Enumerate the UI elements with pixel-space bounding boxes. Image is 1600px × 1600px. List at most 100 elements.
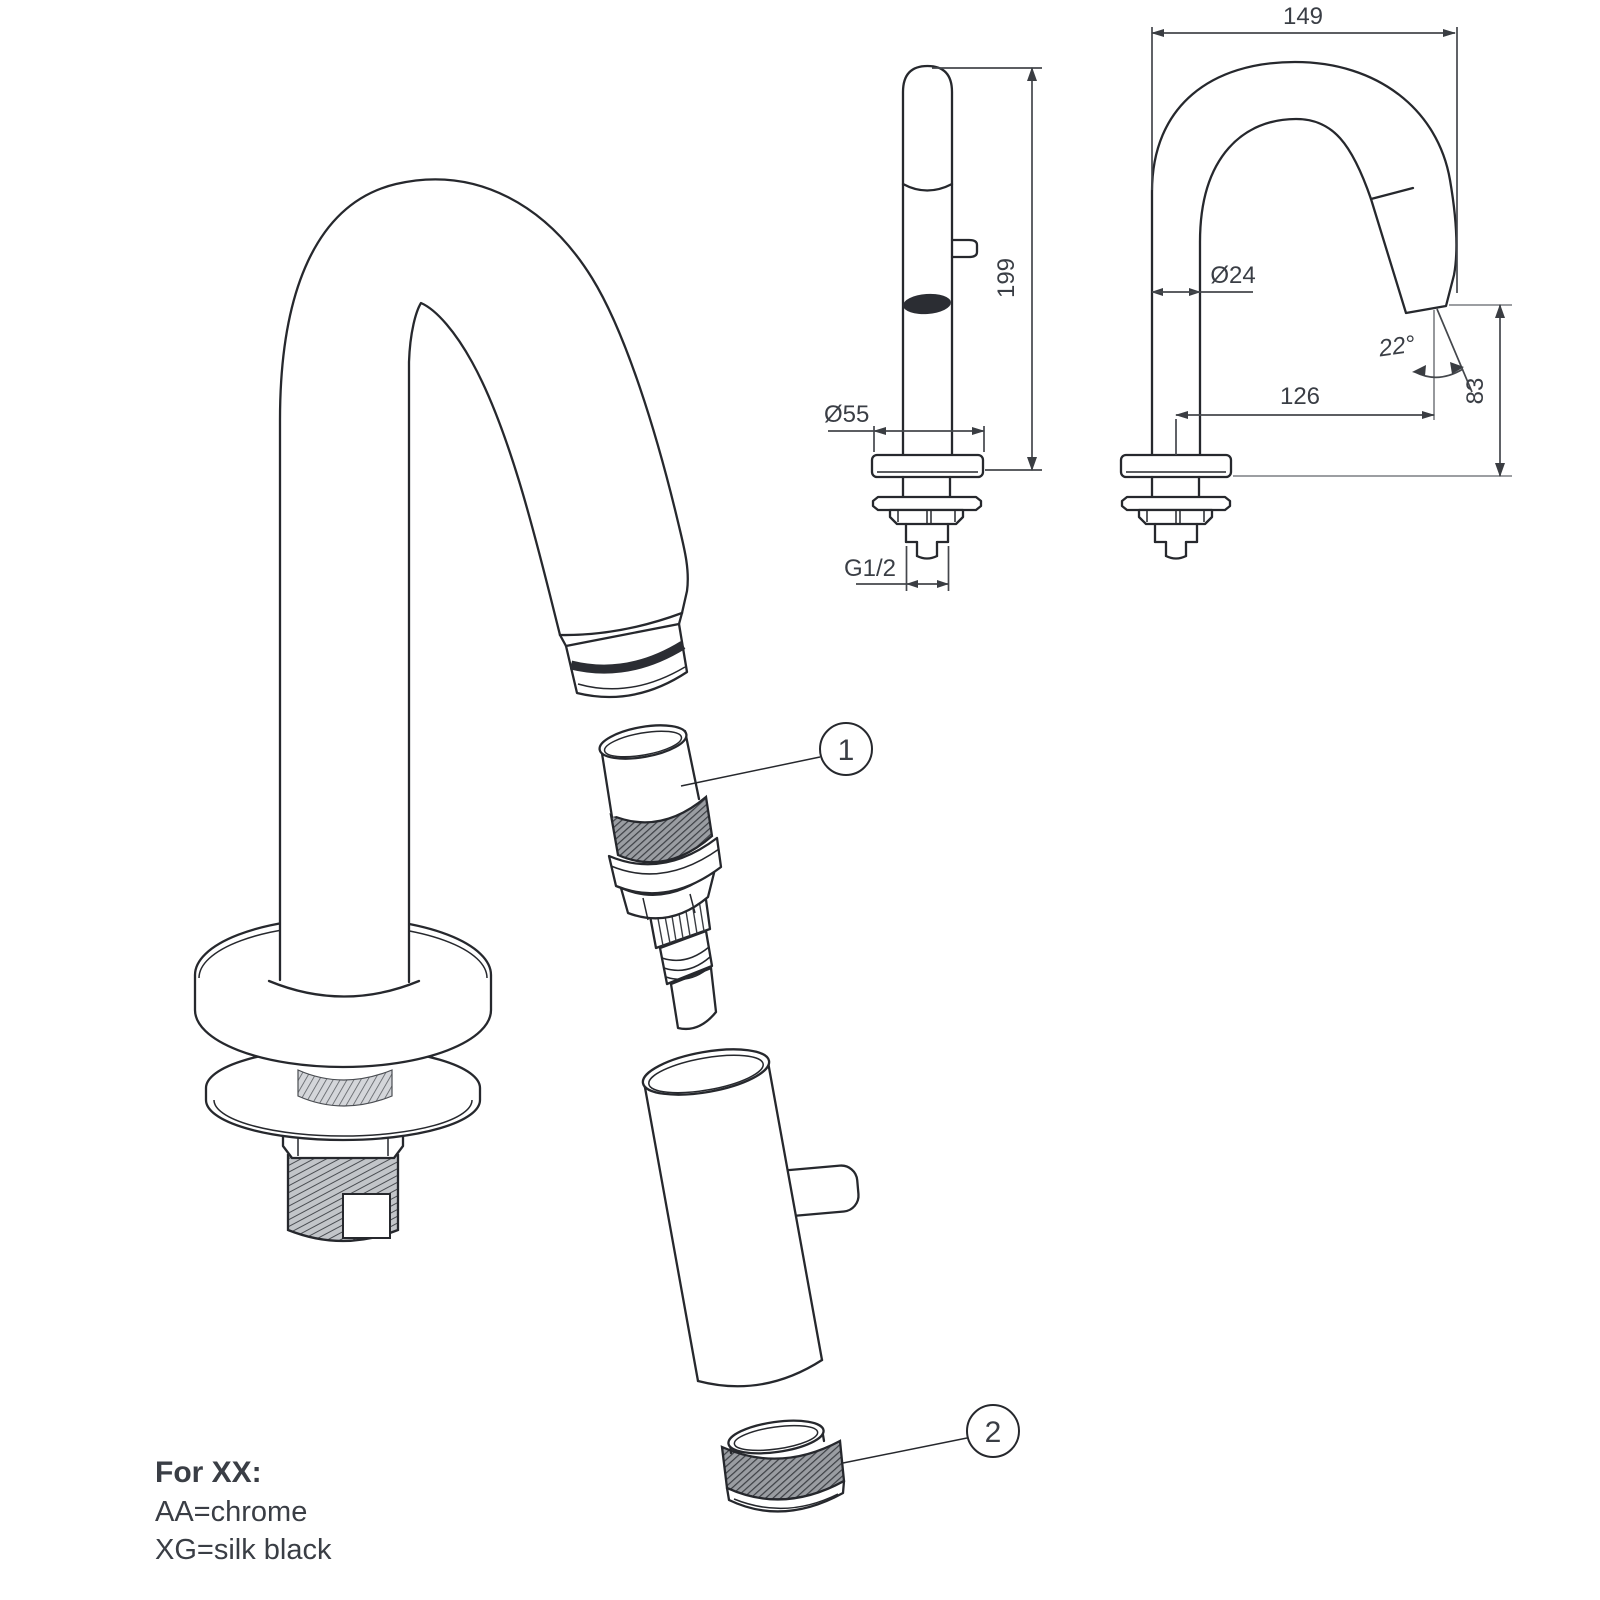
dim-arrow-left	[873, 427, 886, 435]
dim-arrow-left	[1151, 29, 1164, 37]
callout-2-leader	[842, 1437, 968, 1464]
dim-outlet-height-83: 83	[1233, 304, 1512, 477]
sleeve-bottom	[696, 1358, 824, 1388]
aerator-top-rim	[733, 1424, 819, 1452]
front-base	[870, 453, 985, 560]
sleeve-top-face	[641, 1048, 771, 1096]
pipe-tip-bottom	[1164, 554, 1188, 560]
side-joint-line	[1369, 186, 1415, 201]
aerator-top-face	[727, 1419, 825, 1455]
dim-arrow-right	[1422, 411, 1435, 419]
dim-reach-label: 126	[1280, 383, 1320, 410]
collar-rim	[610, 848, 720, 875]
front-thread-pipe	[904, 522, 950, 560]
front-view: 199 Ø55 G1/2	[824, 64, 1042, 591]
cartridge-hex	[619, 867, 717, 921]
legend-line-silk-black: XG=silk black	[155, 1534, 332, 1566]
front-handle-pin	[950, 238, 979, 259]
sleeve-top-rim	[648, 1054, 764, 1094]
sleeve-right	[766, 1060, 824, 1362]
legend-line-chrome: AA=chrome	[155, 1496, 307, 1528]
front-joint-line	[901, 182, 954, 192]
cartridge-body	[598, 724, 701, 819]
spout-base-fillet	[267, 979, 421, 998]
aerator-part2	[720, 1419, 846, 1513]
dim-width-149: 149	[1151, 3, 1458, 293]
body-top-rim	[603, 730, 683, 758]
front-outlet	[903, 293, 951, 315]
collar	[607, 836, 723, 895]
handle-sleeve	[641, 1048, 860, 1388]
base-flange	[193, 916, 493, 1069]
spout-outer-edge	[278, 178, 689, 982]
pipe-tip-bottom	[915, 554, 939, 560]
angle-arrow-right	[1450, 362, 1464, 374]
exploded-view: 1 2 For XX: AA=chrome XG=silk black	[155, 178, 1020, 1566]
front-washer	[871, 495, 983, 512]
washer-bottom-rim	[213, 1099, 473, 1137]
callout-2-number: 2	[985, 1416, 1002, 1449]
outlet-seal-band	[569, 641, 686, 674]
cartridge-thread-band	[609, 794, 714, 864]
side-thread-pipe	[1153, 522, 1199, 560]
body-left	[599, 745, 614, 819]
hex-facet	[689, 893, 696, 914]
spout-inner-edge	[407, 301, 562, 984]
callout-1: 1	[680, 722, 873, 787]
dim-arrow-left	[1175, 411, 1188, 419]
dim-outlet-height-label: 83	[1462, 378, 1489, 405]
groove-line	[663, 956, 711, 972]
spout-end-edge	[558, 611, 684, 637]
callout-1-circle	[819, 722, 873, 776]
dim-arrow-up	[1027, 67, 1037, 81]
hex-facet	[642, 897, 649, 921]
side-washer	[1120, 495, 1232, 512]
side-base	[1119, 453, 1233, 560]
dim-thread-g12: G1/2	[844, 546, 950, 591]
cap-step-right	[677, 611, 684, 626]
dim-reach-126: 126	[1175, 383, 1435, 455]
dim-arrow-down	[1027, 457, 1037, 471]
dim-arrow-right	[1443, 29, 1456, 37]
cartridge-collar	[607, 836, 723, 895]
flange-body	[193, 916, 493, 1069]
side-spout	[1150, 60, 1458, 455]
cartridge-part1	[598, 724, 723, 1031]
side-flange	[1119, 453, 1233, 479]
spout-fill	[280, 179, 688, 986]
dim-tube-dia-label: Ø24	[1210, 262, 1255, 289]
dim-height-label: 199	[993, 258, 1020, 298]
dim-tube-dia-24: Ø24	[1151, 262, 1256, 296]
thread-strip	[297, 1069, 393, 1107]
front-flange	[870, 453, 985, 479]
dim-height-199: 199	[932, 67, 1042, 471]
dim-arrow-left	[906, 580, 918, 588]
sleeve-fill	[644, 1062, 822, 1387]
angle-inclined-line	[1436, 308, 1473, 393]
side-view: 149 Ø24 22° 126	[1119, 3, 1512, 560]
sleeve-left	[642, 1080, 700, 1383]
dim-base-dia-55: Ø55	[824, 401, 985, 452]
spout-body	[267, 178, 689, 998]
dim-width-label: 149	[1283, 3, 1323, 30]
groove-line	[665, 965, 712, 981]
finish-legend: For XX: AA=chrome XG=silk black	[155, 1456, 332, 1566]
dim-arrow-right	[937, 580, 949, 588]
dim-arrow-right	[972, 427, 985, 435]
callout-1-leader	[680, 756, 821, 787]
groove-line	[661, 946, 710, 962]
cartridge-tip	[669, 966, 718, 1031]
angle-label: 22°	[1376, 331, 1417, 363]
aerator-bottom-rim	[733, 1493, 839, 1510]
dim-arrow-up	[1495, 304, 1505, 318]
body-right	[683, 729, 701, 801]
outlet-cap-rim	[577, 666, 686, 690]
cap-step-left	[558, 633, 568, 648]
callout-2: 2	[842, 1404, 1020, 1464]
tailpiece-flat	[342, 1193, 391, 1239]
dim-base-dia-label: Ø55	[824, 401, 869, 428]
legend-title: For XX:	[155, 1456, 262, 1489]
callout-1-number: 1	[838, 734, 855, 767]
